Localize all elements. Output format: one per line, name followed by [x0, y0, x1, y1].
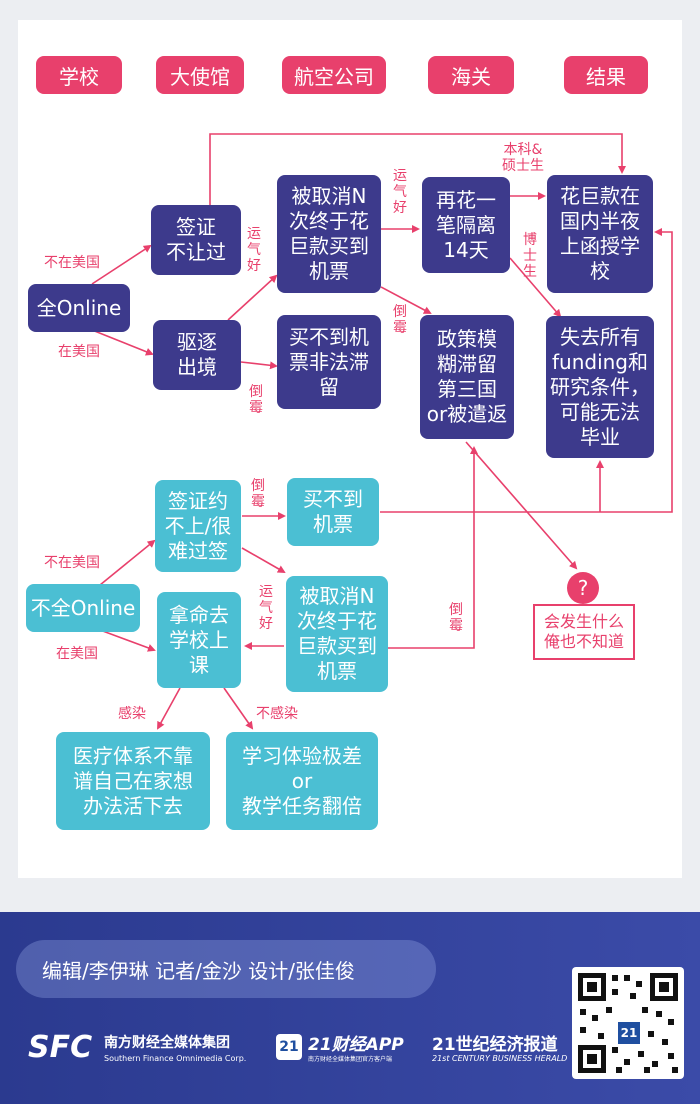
edge-allonline-visa [91, 244, 152, 285]
node-lose-funding: 失去所有 funding和 研究条件， 可能无法 毕业 [546, 316, 654, 458]
node-deported: 驱逐 出境 [153, 320, 241, 390]
node-quarantine: 再花一 笔隔离 14天 [422, 177, 510, 273]
header-airline: 航空公司 [282, 56, 386, 94]
edge-deport-to-flights [227, 274, 278, 321]
label-not-in-us-1: 不在美国 [44, 255, 100, 271]
label-unlucky-4: 倒霉 [449, 602, 463, 634]
herald-name-cn: 21世纪经济报道 [432, 1035, 558, 1055]
node-no-ticket-stranded: 买不到机 票非法滞 留 [277, 315, 381, 409]
edge-risk-to-bad [223, 687, 254, 730]
node-not-all-online: 不全Online [26, 584, 140, 632]
label-in-us-2: 在美国 [56, 646, 98, 662]
sfc-logo: SFC [28, 1030, 93, 1065]
header-school: 学校 [36, 56, 122, 94]
node-unknown-outcome: 会发生什么 俺也不知道 [533, 604, 635, 660]
question-mark-icon: ? [567, 572, 599, 604]
label-unlucky-2: 倒霉 [393, 304, 407, 336]
node-no-ticket-2: 买不到 机票 [287, 478, 379, 546]
edge-visa-to-latenight [209, 133, 626, 205]
edge-notallonline-visa [99, 539, 156, 586]
edge-notallonline-risk [99, 629, 156, 652]
node-flights-cancelled-1: 被取消N 次终于花 巨款买到 机票 [277, 175, 381, 293]
sfc-name-cn: 南方财经全媒体集团 [104, 1035, 230, 1051]
node-flights-cancelled-2: 被取消N 次终于花 巨款买到 机票 [286, 576, 388, 692]
node-visa-denied: 签证 不让过 [151, 205, 241, 275]
edge-visaappt-flights2 [241, 547, 286, 573]
label-unlucky-1: 倒霉 [249, 384, 263, 416]
label-infected: 感染 [118, 706, 146, 722]
credits-pill: 编辑/李伊琳 记者/金沙 设计/张佳俊 [16, 940, 436, 998]
app-badge: 21 [276, 1034, 302, 1060]
node-all-online: 全Online [28, 284, 130, 332]
node-visa-appt-hard: 签证约 不上/很 难过签 [155, 480, 241, 572]
label-not-in-us-2: 不在美国 [44, 555, 100, 571]
node-risk-class: 拿命去 学校上 课 [157, 592, 241, 688]
herald-name-en: 21st CENTURY BUSINESS HERALD [432, 1054, 568, 1063]
app-subtitle: 南方财经全媒体集团官方客户端 [308, 1056, 393, 1063]
edge-risk-to-care [157, 687, 181, 730]
edge-flights-to-policy [380, 286, 432, 314]
edge-policy-to-unknown [465, 441, 578, 570]
header-result: 结果 [564, 56, 648, 94]
app-name: 21财经APP [308, 1035, 404, 1055]
edge-deport-to-noticket [240, 361, 278, 370]
label-lucky-2: 运气好 [393, 168, 407, 216]
node-late-night-class: 花巨款在 国内半夜 上函授学 校 [547, 175, 653, 293]
node-policy-third-country: 政策模 糊滞留 第三国 or被遣返 [420, 315, 514, 439]
sfc-name-en: Southern Finance Omnimedia Corp. [104, 1054, 247, 1063]
node-bad-learning: 学习体验极差 or 教学任务翻倍 [226, 732, 378, 830]
qr-pattern [578, 973, 678, 1073]
edge-allonline-deport [91, 329, 154, 356]
label-lucky-3: 运气好 [259, 584, 273, 632]
label-unlucky-3: 倒霉 [251, 478, 265, 510]
label-in-us-1: 在美国 [58, 344, 100, 360]
edge-noticket2-to-latenight [380, 228, 673, 513]
edge-quarantine-to-funding [509, 257, 562, 318]
edge-flights2-to-policy [388, 446, 478, 649]
label-lucky-1: 运气好 [247, 226, 261, 274]
label-phd: 博士生 [523, 232, 537, 280]
node-infected-care: 医疗体系不靠 谱自己在家想 办法活下去 [56, 732, 210, 830]
label-not-infected: 不感染 [256, 706, 298, 722]
qr-badge: 21 [618, 1022, 640, 1044]
header-embassy: 大使馆 [156, 56, 244, 94]
label-undergrad-master: 本科& 硕士生 [502, 142, 544, 174]
footer: 编辑/李伊琳 记者/金沙 设计/张佳俊 SFC 南方财经全媒体集团 Southe… [0, 912, 700, 1104]
connector-layer [91, 133, 673, 730]
header-customs: 海关 [428, 56, 514, 94]
